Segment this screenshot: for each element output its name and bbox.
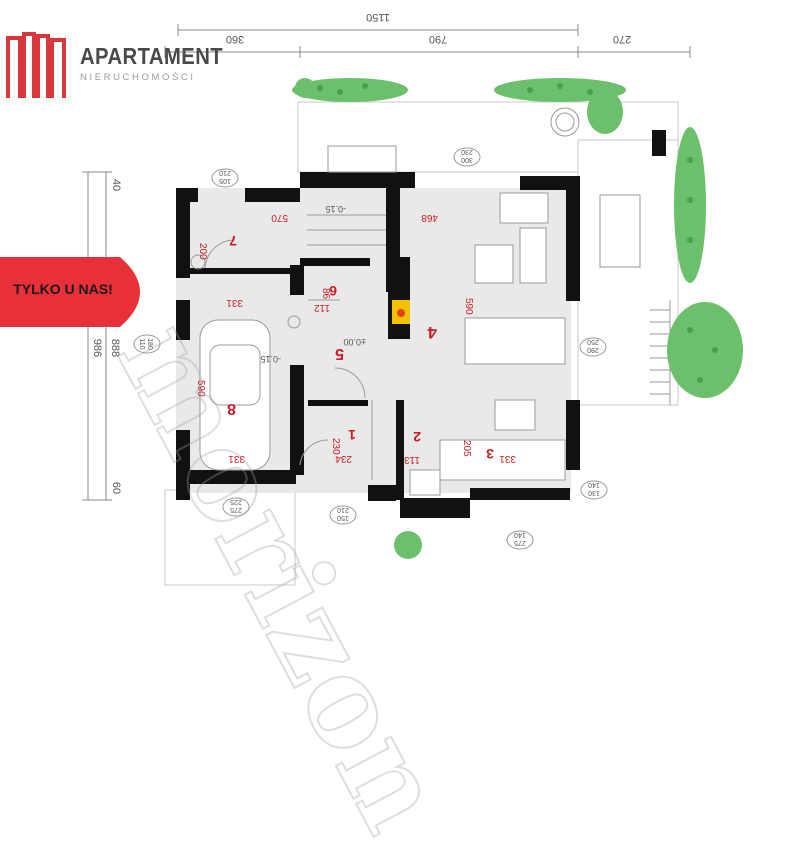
promo-badge: TYLKO U NAS! <box>0 257 166 327</box>
room-dim: 590 <box>463 298 474 315</box>
furniture <box>190 107 641 496</box>
logo: APARTAMENT NIERUCHOMOŚCI <box>4 30 243 98</box>
opening-tag: 275225 <box>230 498 242 513</box>
room-dim: 331 <box>228 453 245 464</box>
room-dim: 230 <box>330 438 341 455</box>
dimension-line-segments: 360 790 270 <box>164 33 691 58</box>
room-label: 4 <box>427 323 437 342</box>
promo-text: TYLKO U NAS! <box>13 281 113 297</box>
room-label: 6 <box>329 283 337 299</box>
dim-segment-2: 790 <box>429 33 447 45</box>
room-label: 7 <box>229 233 237 249</box>
stairs <box>650 300 671 405</box>
level-marks: -0.15 -0.15 ±0.00 <box>260 204 366 364</box>
floor-plan: 1150 360 790 270 986 888 40 60 <box>82 11 743 586</box>
room-label: 3 <box>486 446 494 462</box>
room-dim: 112 <box>314 302 330 313</box>
dim-segment-1: 360 <box>226 33 244 45</box>
opening-tag: 180110 <box>138 338 153 350</box>
opening-tag: 300230 <box>461 148 473 163</box>
dim-total: 1150 <box>366 11 390 23</box>
opening-tag: 290250 <box>587 338 599 353</box>
dim-segment-3: 270 <box>613 33 631 45</box>
level-mark: ±0.00 <box>344 337 366 347</box>
plants <box>292 78 743 559</box>
room-labels: 7 8 6 5 4 1 2 3 <box>227 233 494 462</box>
logo-mark-icon <box>6 32 66 98</box>
dim-left-inner: 888 <box>109 339 121 357</box>
opening-tag: 105210 <box>219 169 231 184</box>
room-dim: 570 <box>271 212 288 223</box>
dim-left-outer: 986 <box>91 339 103 357</box>
room-dim: 86 <box>320 288 331 300</box>
room-label: 1 <box>348 427 356 443</box>
dimension-line-left: 986 888 40 60 <box>82 171 122 501</box>
dimension-line-total: 1150 <box>177 11 579 36</box>
terrace-right <box>577 139 679 406</box>
level-mark: -0.15 <box>260 354 281 364</box>
room-label: 5 <box>335 345 344 362</box>
brand-sub: NIERUCHOMOŚCI <box>80 72 196 83</box>
room-dim: 205 <box>461 440 472 457</box>
room-dim: 331 <box>499 453 516 464</box>
room-dim: 468 <box>421 212 438 223</box>
opening-tag: 130140 <box>588 481 600 496</box>
room-dim: 113 <box>404 454 420 465</box>
dim-left-top: 40 <box>110 179 122 191</box>
opening-tag: 275140 <box>514 531 526 546</box>
room-dimensions: 570 200 331 590 331 112 86 468 590 234 2… <box>195 212 516 465</box>
opening-tag: 150210 <box>337 506 349 521</box>
level-mark: -0.15 <box>325 204 346 214</box>
room-dim: 331 <box>226 297 243 308</box>
badge-arrow-icon <box>0 257 140 327</box>
brand-name: APARTAMENT <box>80 43 224 69</box>
room-label: 2 <box>413 429 421 445</box>
room-label: 8 <box>227 400 236 417</box>
dim-left-bottom: 60 <box>110 482 122 494</box>
room-dim: 234 <box>335 453 352 464</box>
room-dim: 590 <box>195 380 206 397</box>
opening-tags: 105210 180110 300230 290250 130140 27522… <box>133 147 608 550</box>
room-dim: 200 <box>197 243 208 260</box>
